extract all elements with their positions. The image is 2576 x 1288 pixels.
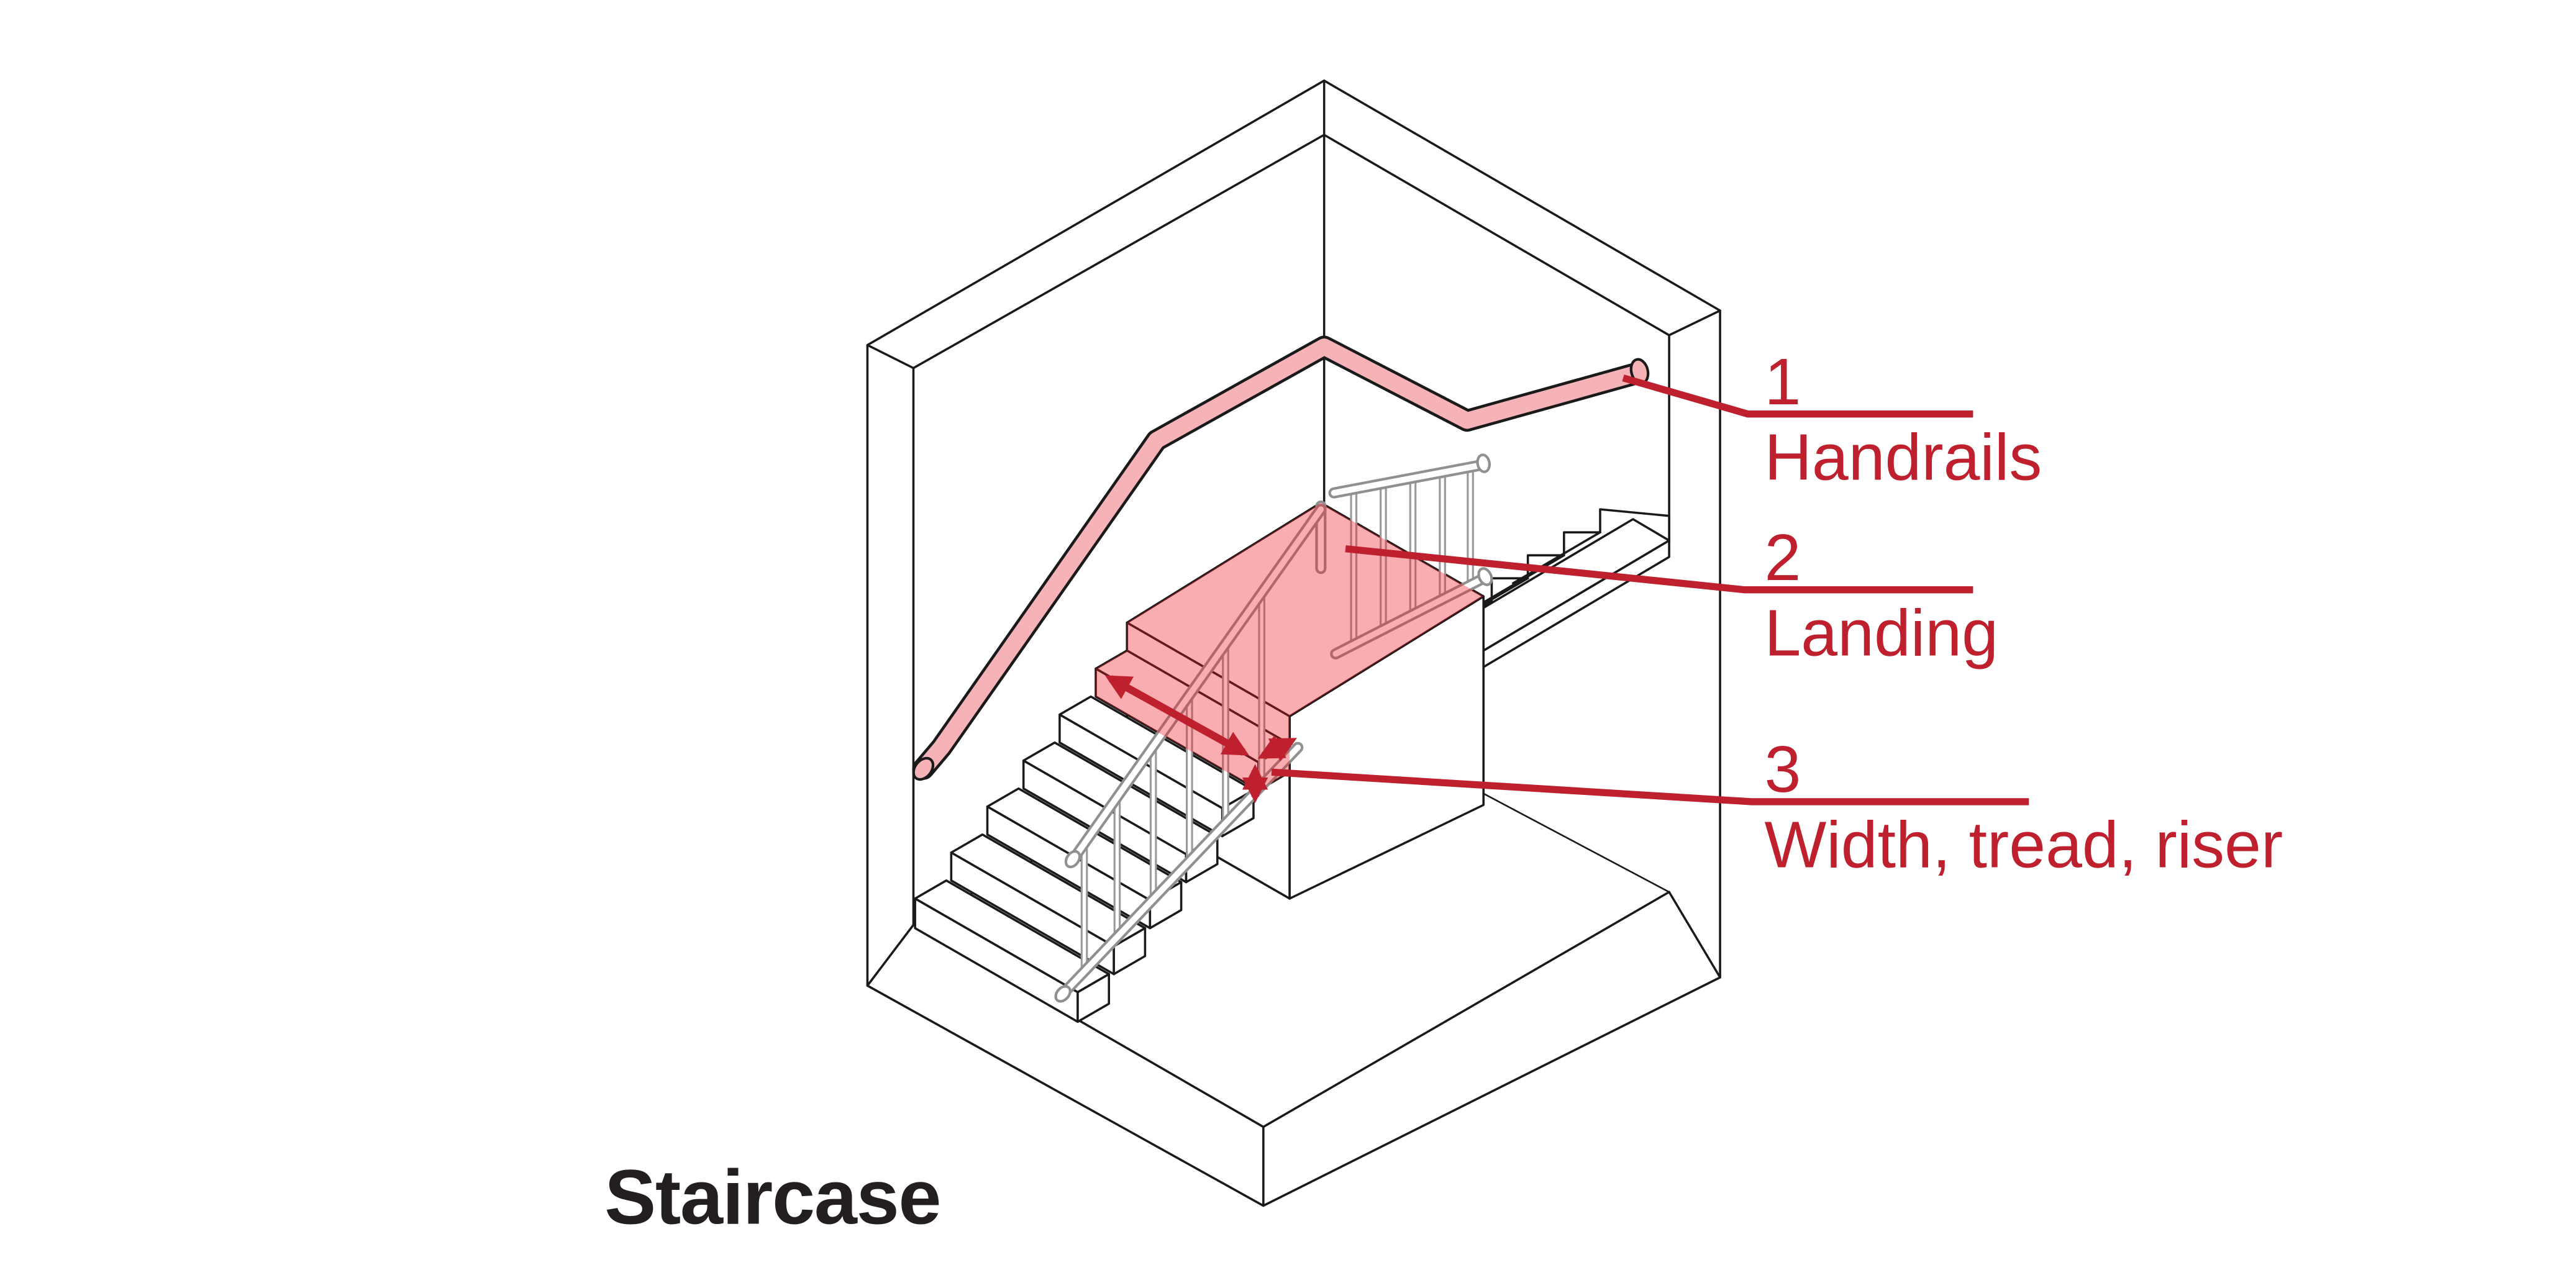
rail-cap bbox=[1064, 850, 1081, 869]
floor-front-right-edge bbox=[1262, 891, 1670, 1128]
rail-cap bbox=[1477, 567, 1493, 586]
annotation-label-3: Width, tread, riser bbox=[1764, 809, 2283, 882]
annotation-number-1: 1 bbox=[1764, 345, 1801, 419]
annotation-2: 2 Landing bbox=[1345, 521, 1998, 670]
dimension-arrows bbox=[1104, 675, 1297, 804]
handrail-end-cap-lower bbox=[912, 756, 935, 781]
rail-cap bbox=[1054, 985, 1072, 1003]
width-arrow bbox=[1104, 675, 1250, 756]
leader-line-2 bbox=[1345, 545, 1973, 594]
upper-balusters bbox=[1350, 466, 1474, 648]
tread-end-face bbox=[1076, 973, 1111, 1023]
inner-top-right-edge bbox=[1322, 134, 1670, 337]
annotation-3: 3 Width, tread, riser bbox=[1271, 733, 2283, 882]
annotation-number-3: 3 bbox=[1764, 733, 1801, 806]
page-title: Staircase bbox=[604, 1154, 940, 1241]
tread-arrow bbox=[1257, 735, 1297, 761]
right-wall-thickness-edge bbox=[1668, 309, 1721, 337]
leader-line-3 bbox=[1271, 768, 2029, 805]
annotation-1: 1 Handrails bbox=[1622, 345, 2042, 494]
wall-handrail bbox=[912, 335, 1650, 781]
annotation-label-1: Handrails bbox=[1764, 421, 2042, 494]
floor-slab-left-edge bbox=[866, 923, 915, 987]
upper-tread-nosing bbox=[1475, 554, 1565, 607]
wall-handrail-tube bbox=[915, 338, 1647, 778]
rail-cap bbox=[1476, 453, 1491, 473]
upper-tread-nosing bbox=[1512, 531, 1601, 584]
inner-top-left-edge bbox=[912, 134, 1326, 370]
left-wall-thickness-edge bbox=[866, 343, 915, 370]
floor-slab-right-edge bbox=[1668, 891, 1721, 979]
leader-line-1 bbox=[1622, 374, 1973, 418]
annotation-label-2: Landing bbox=[1764, 597, 1998, 670]
tread-end-face bbox=[1113, 927, 1147, 976]
annotation-number-2: 2 bbox=[1764, 521, 1801, 594]
